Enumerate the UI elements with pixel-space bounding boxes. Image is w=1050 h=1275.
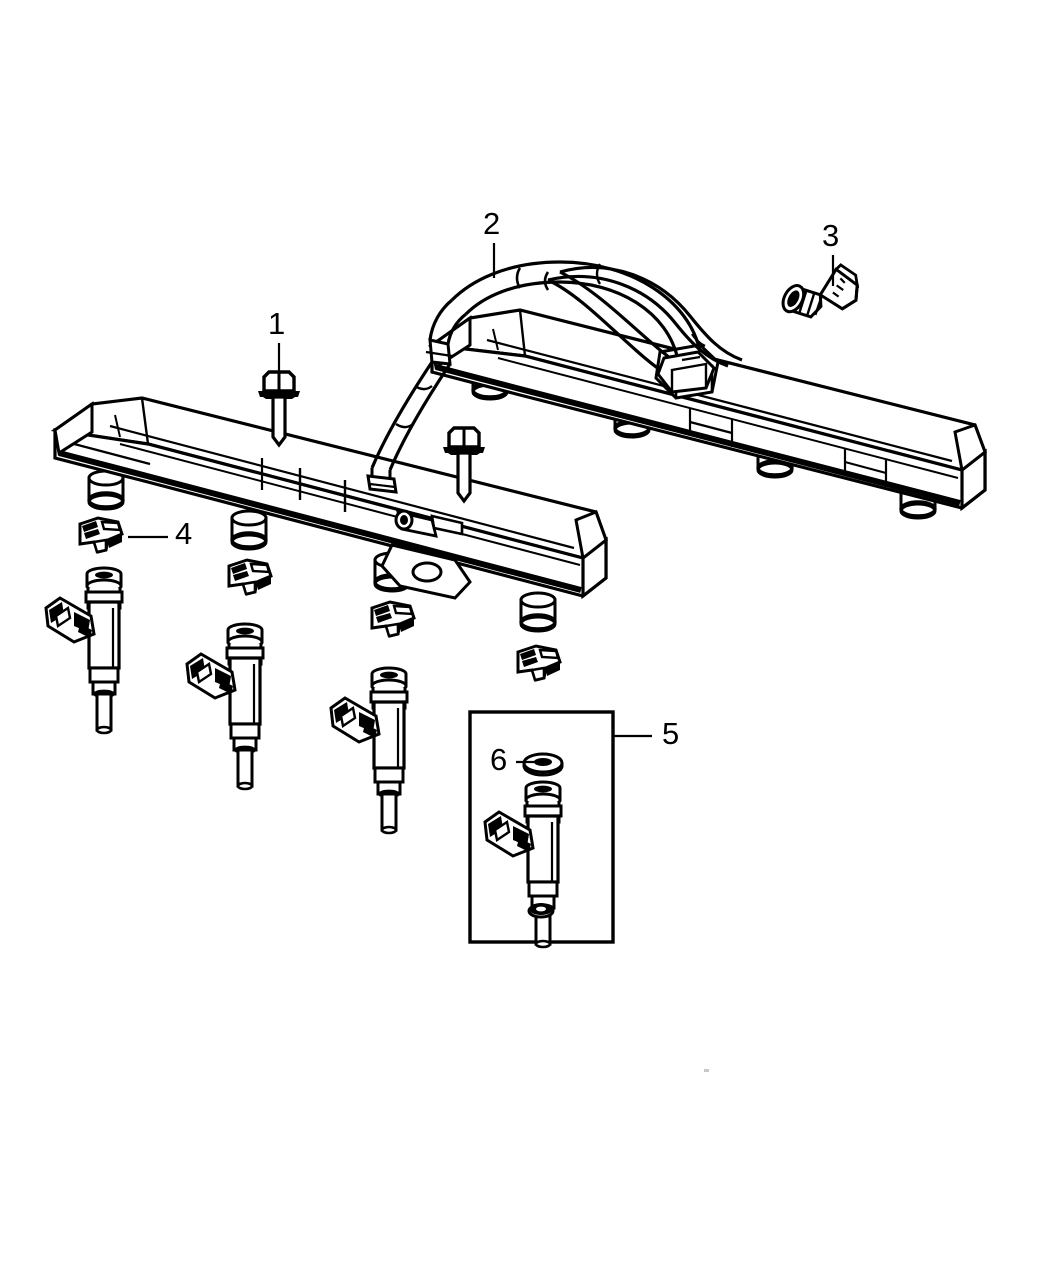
fuel-injector-kit-inset [468, 710, 615, 949]
fuel-rail-right [427, 308, 987, 520]
injector-o-ring-upper [522, 752, 564, 777]
callout-number-3: 3 [822, 218, 840, 253]
callout-number-1: 1 [268, 306, 286, 341]
fuel-rail-left [50, 396, 608, 633]
callout-leaders [128, 243, 835, 764]
callout-number-6: 6 [490, 742, 508, 777]
fuel-crossover-tube [366, 260, 743, 494]
fuel-supply-fitting [781, 263, 860, 319]
registration-mark [704, 1069, 709, 1072]
callout-number-2: 2 [483, 206, 501, 241]
fuel-injector [44, 566, 409, 835]
callout-number-4: 4 [175, 516, 193, 551]
injector-o-ring-lower [527, 903, 555, 919]
callout-number-5: 5 [662, 716, 680, 751]
